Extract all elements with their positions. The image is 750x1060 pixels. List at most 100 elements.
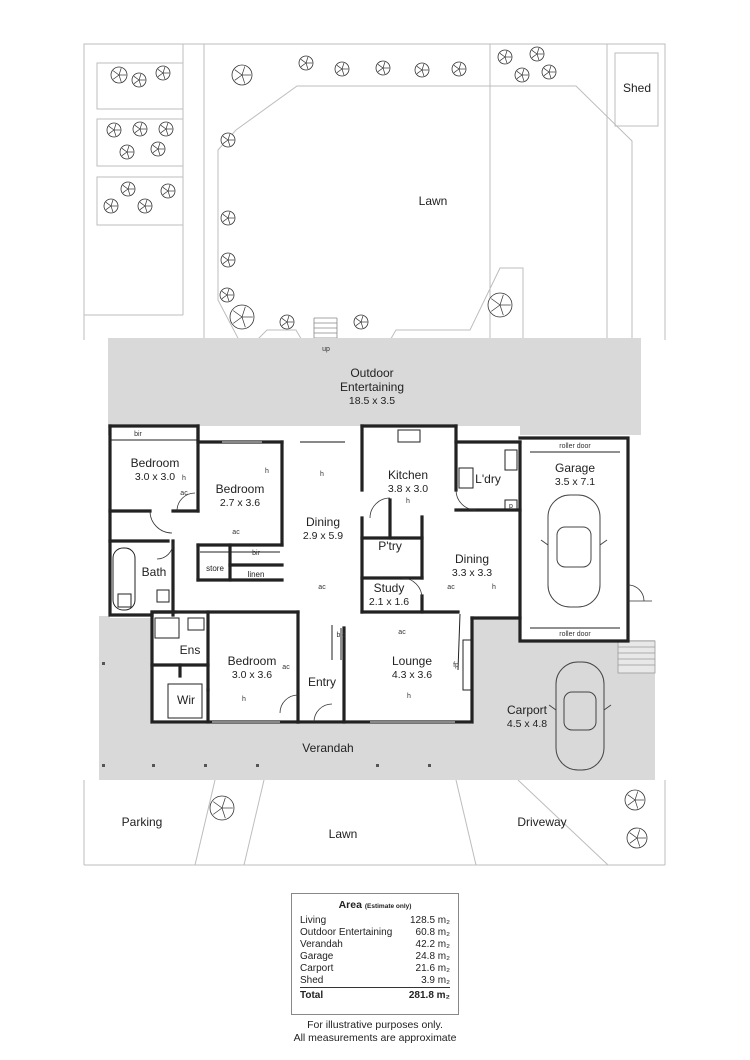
steps-up-label: up [322,346,330,353]
area-total-label: Total [300,987,404,1002]
entry-label: Entry [307,675,337,689]
lounge-name: Lounge [391,654,433,668]
area-title-text: Area [338,899,362,911]
verandah-posts [102,662,431,767]
garage-name: Garage [554,461,596,475]
kitchen-name: Kitchen [387,468,429,482]
area-row-label: Carport [300,963,334,974]
outdoor-entertaining-area [108,338,641,435]
store-label: store [206,564,224,573]
bedroom2-name: Bedroom [215,482,265,496]
disclaimer-line2: All measurements are approximate [293,1032,457,1044]
table-row: Verandah 42.2 m₂ [300,939,450,951]
dining2-label: Dining 3.3 x 3.3 [452,552,492,579]
ac-label: ac [318,584,326,591]
windows [212,441,455,723]
fireplace-label: fp [453,662,459,669]
heater-label: h [406,498,410,505]
ac-label: ac [447,584,455,591]
fixtures-outlines [110,429,620,719]
area-row-value: 3.9 m₂ [421,975,450,986]
bedroom3-name: Bedroom [227,654,277,668]
front-lawn-label: Lawn [328,827,358,841]
disclaimer: For illustrative purposes only. All meas… [294,1019,457,1045]
area-table: Area (Estimate only) Living 128.5 m₂ Outd… [291,893,459,1015]
heater-label: h [407,693,411,700]
side-steps [617,640,656,674]
area-note: (Estimate only) [364,903,412,910]
dining1-dim: 2.9 x 5.9 [302,529,344,542]
carport-label: Carport 4.5 x 4.8 [506,703,548,730]
roller-door-label: roller door [559,631,591,638]
area-total-value: 281.8 m₂ [403,987,450,1002]
kitchen-label: Kitchen 3.8 x 3.0 [387,468,429,495]
pantry-cupboard-label: p [509,503,513,510]
bedroom2-label: Bedroom 2.7 x 3.6 [215,482,265,509]
kitchen-dim: 3.8 x 3.0 [387,482,429,495]
lounge-label: Lounge 4.3 x 3.6 [391,654,433,681]
heater-label: h [265,468,269,475]
heater-label: h [492,584,496,591]
area-row-label: Shed [300,975,324,986]
car-icon [540,494,608,608]
disclaimer-line1: For illustrative purposes only. [307,1019,443,1031]
bedroom1-dim: 3.0 x 3.0 [134,470,176,483]
bic-label: bic [336,632,346,639]
bedroom1-label: Bedroom 3.0 x 3.0 [130,456,180,483]
dining1-name: Dining [305,515,341,529]
shed-label: Shed [622,81,652,95]
area-row-value: 21.6 m₂ [415,963,450,974]
bedroom1-name: Bedroom [130,456,180,470]
house-interior [110,426,628,724]
table-row: Living 128.5 m₂ [300,915,450,927]
trees [103,46,648,849]
roller-door-label: roller door [559,443,591,450]
pantry-label: P'try [378,539,402,553]
bir-label: bir [134,431,142,438]
shed-outline [614,52,659,127]
carport-dim: 4.5 x 4.8 [506,717,548,730]
table-row: Shed 3.9 m₂ [300,975,450,988]
bath-label: Bath [141,565,167,579]
heater-label: h [320,471,324,478]
bedroom2-dim: 2.7 x 3.6 [219,496,261,509]
area-rows: Living 128.5 m₂ Outdoor Entertaining 60.8 … [300,915,450,1002]
area-row-value: 60.8 m₂ [415,927,450,938]
area-row-label: Verandah [300,939,343,950]
area-row-label: Living [300,915,327,926]
heater-label: h [242,696,246,703]
garage-label: Garage 3.5 x 7.1 [554,461,596,488]
wir-label: Wir [177,693,195,707]
outdoor-entertaining-dim: 18.5 x 3.5 [348,394,396,407]
verandah-label: Verandah [302,741,354,755]
study-label: Study 2.1 x 1.6 [368,581,410,608]
linen-label: linen [247,570,265,579]
heater-label: h [182,475,186,482]
walls [108,424,630,724]
area-row-label: Garage [300,951,334,962]
garage-dim: 3.5 x 7.1 [554,475,596,488]
car-icon [548,661,612,771]
bir-label: bir [252,550,260,557]
lounge-dim: 4.3 x 3.6 [391,668,433,681]
outdoor-entertaining-label: Outdoor Entertaining 18.5 x 3.5 [340,366,404,407]
property-boundary [83,43,666,866]
rear-lawn-label: Lawn [418,194,448,208]
area-row-value: 42.2 m₂ [415,939,450,950]
study-dim: 2.1 x 1.6 [368,595,410,608]
carport-name: Carport [506,703,547,717]
table-row: Outdoor Entertaining 60.8 m₂ [300,927,450,939]
ac-label: ac [398,629,406,636]
driveway-label: Driveway [517,815,567,829]
laundry-label: L'dry [475,472,501,486]
area-row-label: Outdoor Entertaining [300,927,393,938]
dining1-label: Dining 2.9 x 5.9 [302,515,344,542]
ac-label: ac [282,664,290,671]
area-row-value: 128.5 m₂ [409,915,450,926]
bedroom3-dim: 3.0 x 3.6 [231,668,273,681]
dining2-name: Dining [454,552,490,566]
area-title: Area (Estimate only) [292,899,458,911]
